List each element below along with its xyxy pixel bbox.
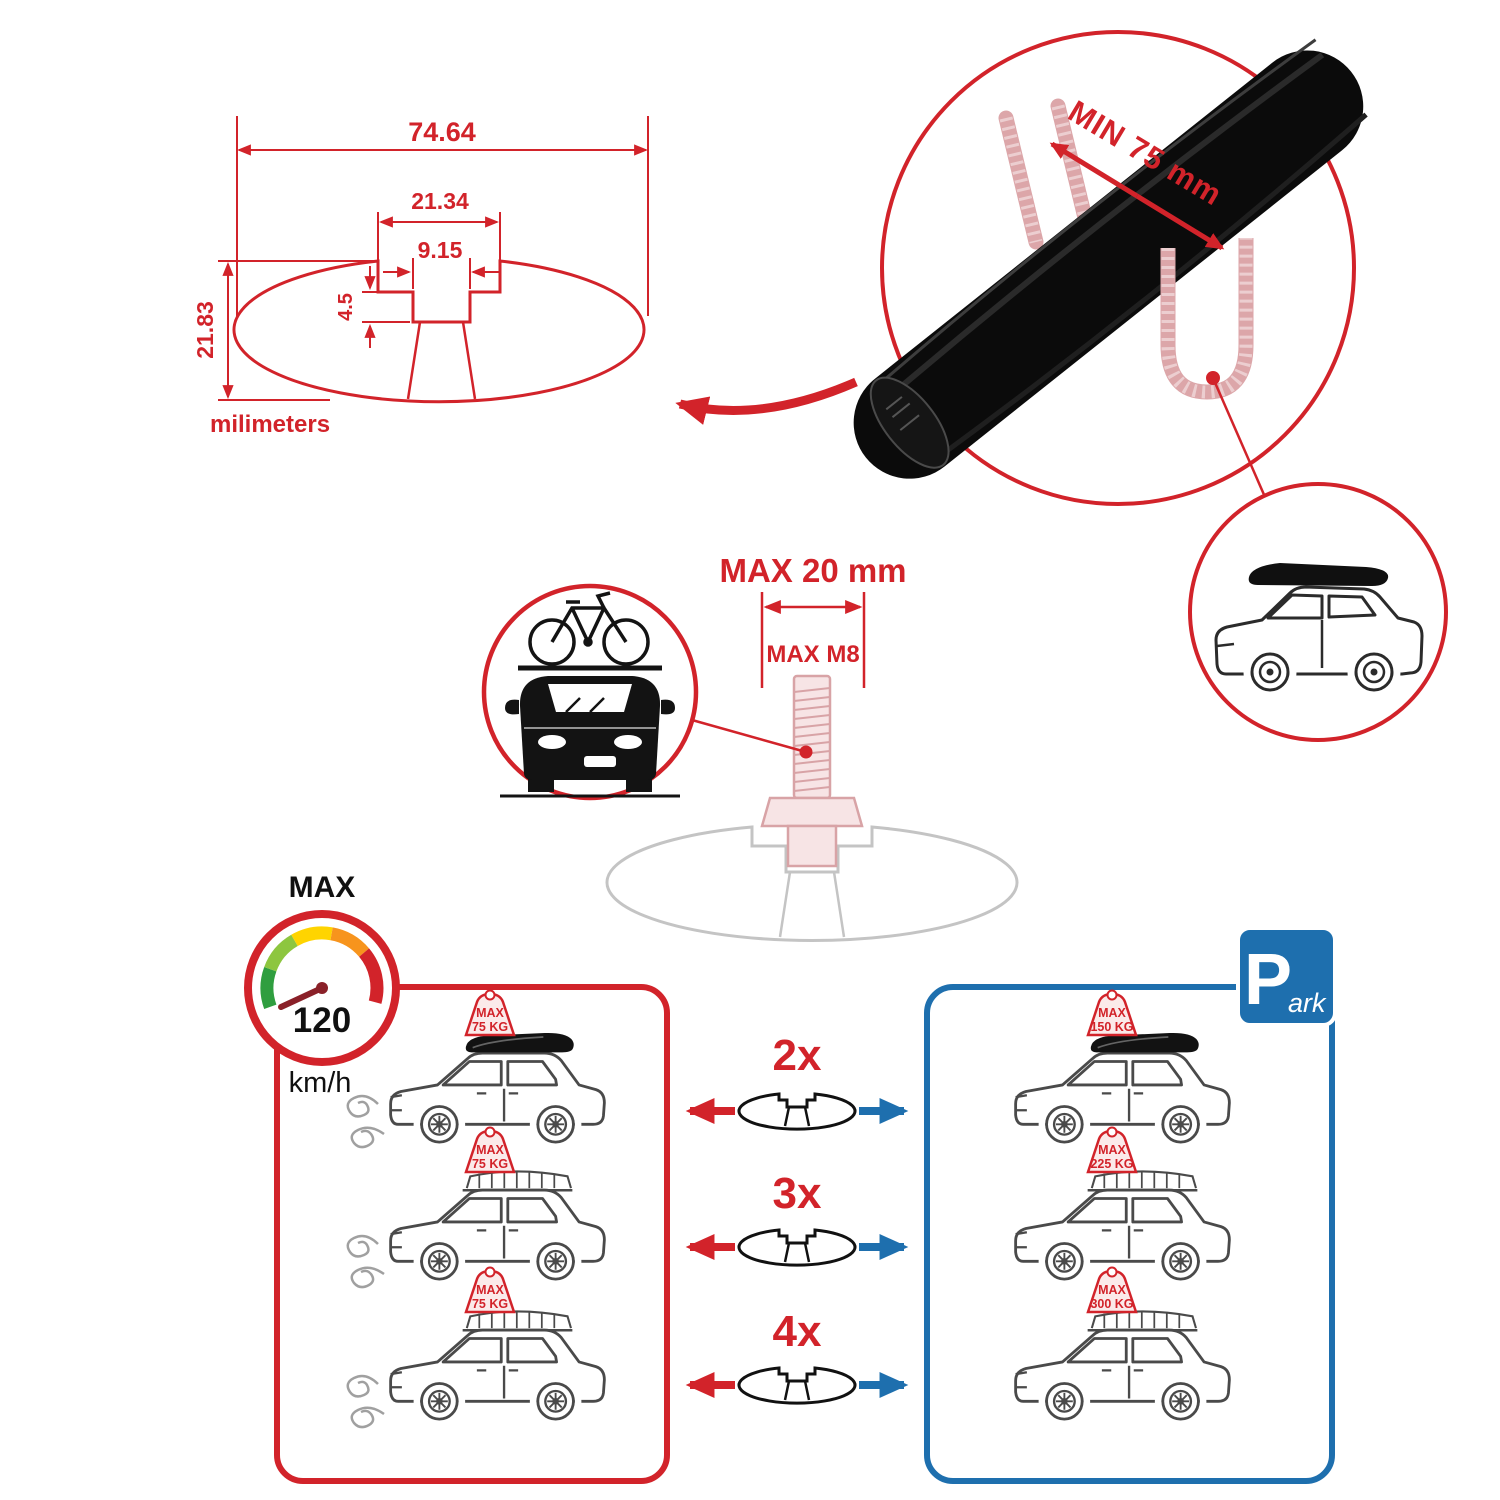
car-parked-3 [1016, 1330, 1230, 1424]
multiplier-4x: 4x [773, 1307, 822, 1356]
tag-max: MAX [1098, 1006, 1126, 1020]
t-bolt-faded [760, 674, 864, 868]
dim-total-height: 21.83 [192, 301, 218, 359]
speed-limit-gauge: MAX 120 km/h [244, 871, 400, 1099]
dim-channel-width: 21.34 [411, 188, 469, 214]
multiplier-3x: 3x [773, 1169, 822, 1218]
motion-swirls [346, 1374, 386, 1429]
dim-total-width: 74.64 [408, 117, 476, 147]
motion-swirls [346, 1234, 386, 1289]
car-front-icon [500, 676, 680, 798]
parking-sign-rest: ark [1288, 988, 1327, 1018]
roof-basket [461, 1310, 574, 1332]
load-tag: MAX 150 KG [1086, 989, 1138, 1037]
gauge-value: 120 [293, 1001, 351, 1040]
units-label: milimeters [210, 411, 330, 438]
crossbar-profile-icon [737, 1228, 857, 1267]
gauge-arc [260, 926, 384, 1010]
bike-car-circle [481, 583, 699, 801]
tag-max: MAX [1098, 1143, 1126, 1157]
roof-basket [461, 1170, 574, 1192]
parked-panel-cars: MAX 150 KG MAX 225 KG MAX 300 KG [1016, 989, 1230, 1424]
tag-weight: 150 KG [1090, 1020, 1133, 1034]
parked-panel-border [924, 984, 1335, 1484]
multiplier-column: 2x 3x 4x [685, 1031, 909, 1405]
gauge-units: km/h [289, 1067, 352, 1099]
bolt-max-width-label: MAX 20 mm [719, 552, 906, 589]
car-driving-3 [391, 1330, 605, 1424]
load-tag: MAX 75 KG [464, 989, 516, 1037]
tag-max: MAX [476, 1006, 504, 1020]
suv-roofbox-circle [1188, 482, 1448, 742]
tag-weight: 75 KG [472, 1297, 508, 1311]
bolt-max-thread-label: MAX M8 [766, 641, 859, 668]
car-parked-2 [1016, 1190, 1230, 1284]
crossbar-3d [853, 38, 1368, 479]
parking-sign-letter: P [1244, 940, 1292, 1020]
roof-basket [1086, 1310, 1199, 1332]
tag-max: MAX [476, 1143, 504, 1157]
roof-basket [1086, 1170, 1199, 1192]
gauge-max-label: MAX [289, 871, 356, 904]
bolt-dimension-detail: MAX 20 mm MAX M8 [605, 552, 1019, 942]
motion-swirls [346, 1094, 386, 1149]
load-tag: MAX 300 KG [1086, 1266, 1138, 1314]
bolt-callout-dot [799, 745, 813, 759]
tag-max: MAX [1098, 1283, 1126, 1297]
tag-weight: 75 KG [472, 1020, 508, 1034]
u-bolt-top-faded [998, 98, 1094, 250]
crossbar-profile-icon [737, 1092, 857, 1131]
profile-dimension-drawing: 74.64 21.34 9.15 4.5 21.83 milimeters [192, 116, 858, 438]
load-tag: MAX 75 KG [464, 1266, 516, 1314]
tag-weight: 225 KG [1090, 1157, 1133, 1171]
car-parked-1 [1016, 1053, 1230, 1147]
driving-panel-border [274, 984, 670, 1484]
dim-slot-depth: 4.5 [335, 293, 357, 321]
faded-profile-section [605, 825, 1019, 942]
min-span-arrow-right [1135, 193, 1225, 251]
load-tag: MAX 75 KG [464, 1126, 516, 1174]
gauge-needle [278, 985, 325, 1010]
crossbar-detail-circle: MIN 75 mm [853, 30, 1368, 506]
callout-line [1211, 377, 1267, 498]
min-span-arrow-left [1049, 141, 1139, 199]
tag-max: MAX [476, 1283, 504, 1297]
bolt-callout-line [691, 718, 807, 754]
car-driving-2 [391, 1190, 605, 1284]
u-bolt-bottom-faded [1160, 238, 1254, 400]
driving-panel-cars: MAX 75 KG MAX 75 KG MAX 75 KG [346, 989, 605, 1429]
dim-slot-width: 9.15 [418, 237, 463, 263]
bike-icon [528, 591, 650, 666]
crossbar-cross-section [232, 259, 646, 404]
tag-weight: 300 KG [1090, 1297, 1133, 1311]
parking-sign: P ark [1236, 926, 1337, 1027]
detail-pointer-arrow [675, 377, 858, 425]
suv-roofbox-icon [1214, 563, 1424, 699]
tag-weight: 75 KG [472, 1157, 508, 1171]
multiplier-2x: 2x [773, 1031, 822, 1080]
gauge-hub [316, 982, 328, 994]
crossbar-profile-icon [737, 1366, 857, 1405]
load-tag: MAX 225 KG [1086, 1126, 1138, 1174]
